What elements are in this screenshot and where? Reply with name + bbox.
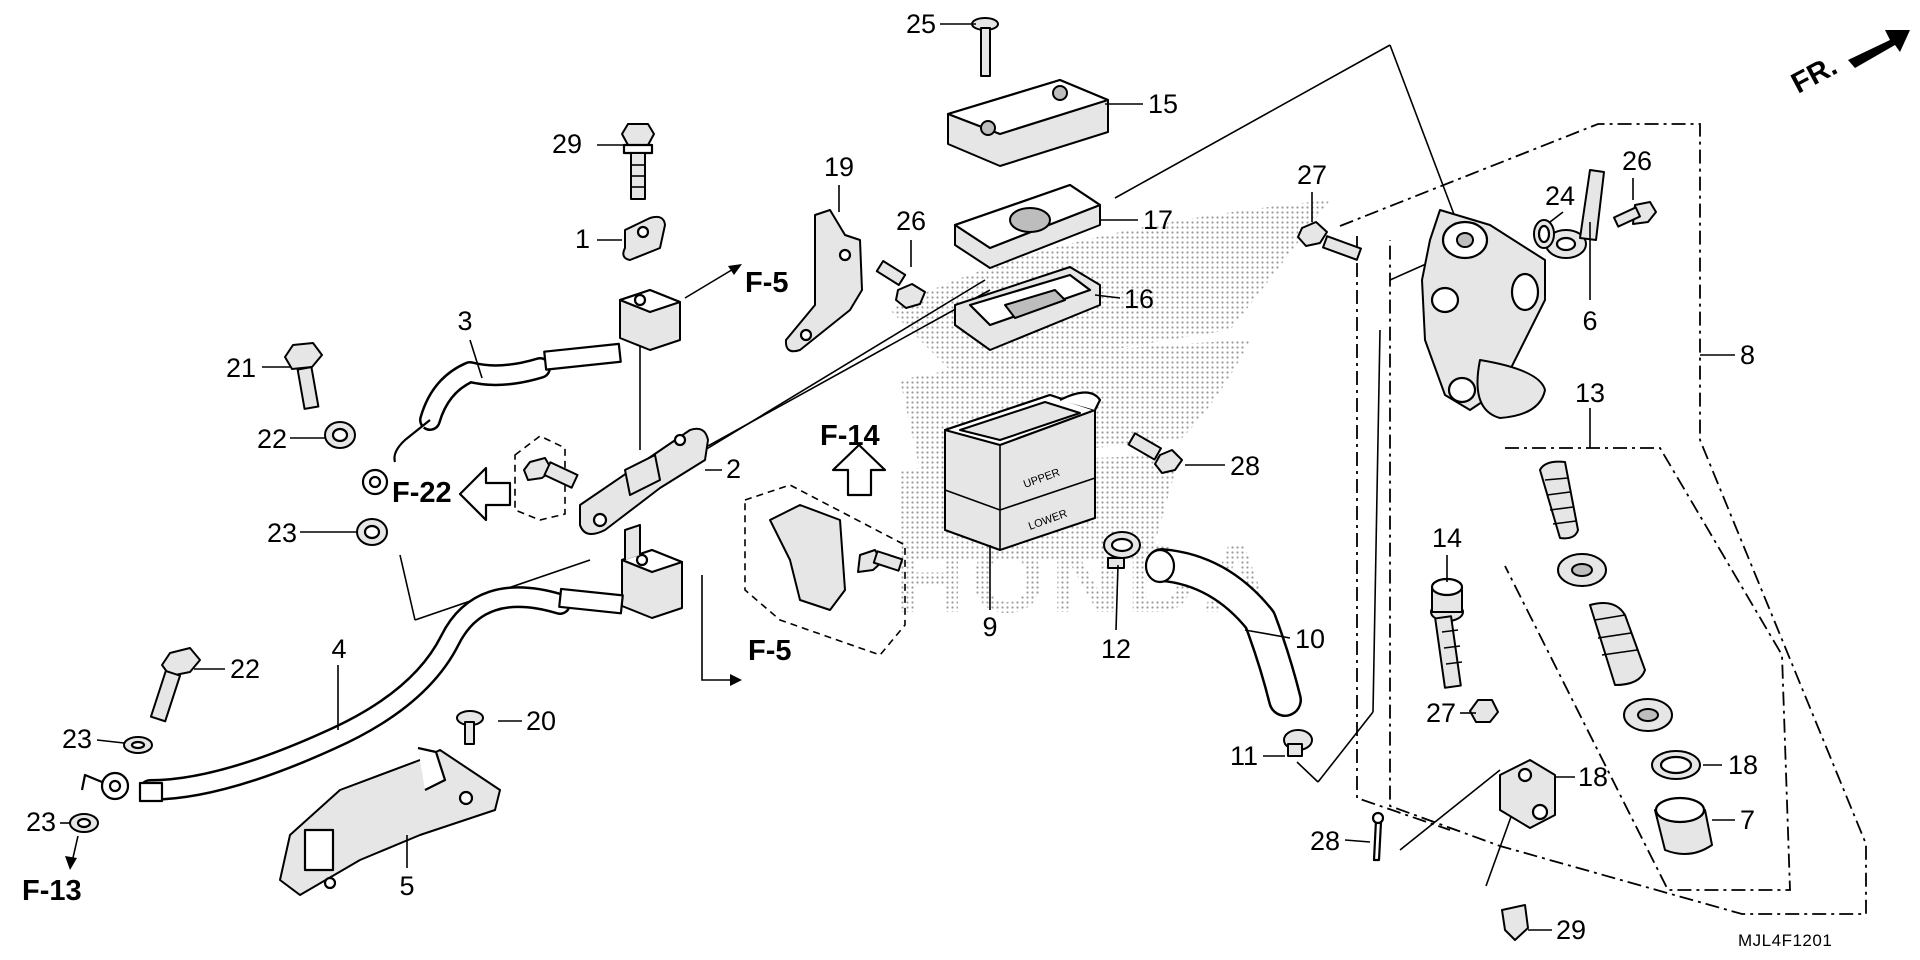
label-32: 28	[1230, 451, 1260, 481]
ref-f22: F-22	[392, 477, 452, 509]
pin-29	[1501, 904, 1529, 941]
hose-3	[361, 342, 622, 496]
label-27: 27	[1426, 698, 1456, 728]
label-23-a: 22	[257, 424, 287, 454]
bolt-33	[621, 123, 655, 200]
label-23-c: 23	[62, 724, 92, 754]
bolt-group-outline	[514, 435, 566, 521]
bracket-group-outline	[744, 484, 906, 656]
diagram-code: MJL4F1201	[1738, 931, 1832, 950]
label-26: 26	[1622, 146, 1652, 176]
label-29: 29	[1556, 915, 1586, 945]
f14-arrow-icon	[831, 443, 887, 497]
label-17: 17	[1143, 205, 1173, 235]
screw-25	[971, 17, 999, 77]
bolt-31	[875, 260, 926, 309]
label-9: 9	[982, 612, 997, 642]
bracket-20	[784, 209, 863, 353]
ref-f5-upper: F-5	[745, 267, 789, 299]
cotter-pin-28	[1371, 811, 1385, 862]
label-13: 13	[1575, 378, 1605, 408]
diaphragm-16	[954, 266, 1101, 351]
label-25: 25	[906, 9, 936, 39]
label-18: 18	[1728, 750, 1758, 780]
ref-f5-lower: F-5	[748, 635, 792, 667]
label-30: 27	[1297, 160, 1327, 190]
bolt-22-lower	[149, 647, 201, 723]
label-7: 7	[1740, 805, 1755, 835]
bracket-2	[579, 427, 709, 535]
label-23-d: 23	[26, 807, 56, 837]
label-22-top: 21	[226, 353, 256, 383]
label-31: 26	[896, 206, 926, 236]
ref-f14: F-14	[820, 420, 880, 452]
hose-joint-lower	[620, 524, 684, 619]
label-21: 20	[526, 706, 556, 736]
piston-kit-13	[1539, 460, 1713, 855]
hose-4	[80, 586, 624, 803]
part-leaders	[60, 23, 1735, 931]
bolt-22-upper	[284, 342, 323, 410]
label-12: 12	[1101, 634, 1131, 664]
label-15: 15	[1148, 89, 1178, 119]
label-16: 16	[1124, 284, 1154, 314]
plate-17	[953, 183, 1102, 269]
bracket-f5-group	[769, 504, 904, 611]
reservoir-9: UPPER LOWER	[943, 391, 1102, 551]
label-3: 3	[457, 306, 472, 336]
hose-10	[1144, 548, 1302, 717]
push-rod-14	[1430, 577, 1499, 723]
joint-19	[1499, 759, 1556, 829]
label-4: 4	[331, 634, 346, 664]
front-arrow-icon	[1848, 30, 1910, 68]
label-6: 6	[1582, 306, 1597, 336]
front-indicator: FR.	[1786, 50, 1842, 100]
label-14: 14	[1432, 523, 1462, 553]
leader-lines	[399, 44, 1513, 887]
bolt-group-bolt	[523, 457, 579, 489]
label-5: 5	[399, 871, 414, 901]
screw-21	[456, 710, 484, 745]
label-28: 28	[1310, 826, 1340, 856]
label-10: 10	[1295, 624, 1325, 654]
label-33: 29	[552, 129, 582, 159]
label-20: 19	[824, 152, 854, 182]
kit-13-outline	[1504, 447, 1791, 891]
label-22-bottom: 22	[230, 654, 260, 684]
reference-labels: F-5 F-5 F-14 F-22 F-13 FR. MJL4F1201	[22, 50, 1843, 950]
label-2: 2	[726, 454, 741, 484]
clip-11	[1283, 729, 1313, 757]
washers-23	[69, 421, 388, 833]
label-23-b: 23	[267, 518, 297, 548]
label-24: 24	[1545, 181, 1575, 211]
bracket-5	[279, 746, 501, 896]
clip-12	[1103, 531, 1141, 569]
hose-joint-upper	[618, 288, 682, 351]
assembly-8-outline	[1339, 123, 1867, 915]
ref-f13: F-13	[22, 875, 82, 907]
label-19: 18	[1578, 762, 1608, 792]
ref-arrows	[65, 30, 1910, 870]
part-number-labels: 29 1 3 21 22 2 23 4 22 20 23 23 5 19 26 …	[26, 9, 1758, 945]
clip-1	[622, 215, 666, 261]
bolt-32	[1127, 432, 1183, 474]
reservoir-cap-15	[946, 78, 1110, 167]
label-8: 8	[1740, 340, 1755, 370]
label-11: 11	[1230, 741, 1258, 771]
f22-arrow-icon	[458, 466, 512, 522]
bolt-30	[1297, 221, 1362, 261]
master-cylinder-8	[1421, 209, 1546, 419]
fitting-6	[1533, 169, 1657, 259]
label-1: 1	[575, 224, 590, 254]
